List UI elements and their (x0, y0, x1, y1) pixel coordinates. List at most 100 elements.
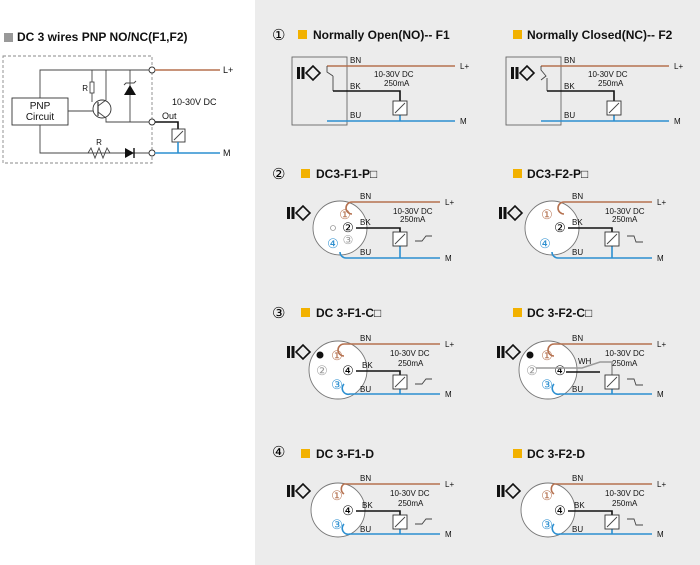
bu-label: BU (572, 248, 583, 257)
bk-label: BK (362, 361, 373, 370)
pin-2-label: ② (554, 220, 566, 235)
pnp-schematic: DC 3 wires PNP NO/NC(F1,F2) PNP Circuit … (2, 30, 233, 164)
section-1-number: ① (272, 27, 285, 44)
terminal-lplus (148, 66, 156, 74)
section-3-right-title: DC 3-F2-C□ (527, 306, 592, 320)
current-label: 250mA (598, 79, 624, 88)
m-label: M (657, 254, 664, 263)
bn-label: BN (572, 474, 583, 483)
bu-label: BU (350, 111, 361, 120)
sensor-symbol-icon (296, 65, 321, 81)
out-label: Out (162, 111, 177, 121)
pin-2-label: ② (526, 363, 538, 378)
bk-label: BK (360, 218, 371, 227)
lplus-label: L+ (445, 480, 454, 489)
sensor-symbol-icon (286, 483, 311, 499)
white-wire (536, 361, 613, 375)
section-1-left-title: Normally Open(NO)-- F1 (313, 28, 450, 42)
pin-2-label: ② (316, 363, 328, 378)
diode-icon (125, 148, 134, 158)
supply-label: 10-30V DC (172, 97, 217, 107)
section-headers: ① Normally Open(NO)-- F1 Normally Closed… (272, 27, 673, 461)
sensor-symbol-icon (496, 483, 521, 499)
no-contact-icon (415, 518, 432, 525)
row4-f2-d-connector-diagram: ① ④ ③ BN BK BU 10-30V DC 250mA L+ M (496, 474, 666, 539)
keying-dot (526, 351, 534, 359)
current-label: 250mA (398, 499, 424, 508)
m-label: M (223, 148, 231, 158)
m-label: M (460, 117, 467, 126)
bk-label: BK (572, 218, 583, 227)
m-label: M (445, 530, 452, 539)
bn-label: BN (572, 334, 583, 343)
section-2-right-square (513, 169, 522, 178)
wiring-panel-background (255, 0, 700, 565)
bu-label: BU (572, 525, 583, 534)
supply-label: 10-30V DC (588, 70, 628, 79)
lplus-label: L+ (445, 340, 454, 349)
current-label: 250mA (384, 79, 410, 88)
bn-label: BN (572, 192, 583, 201)
pin-1-label: ① (541, 488, 553, 503)
pin-1-label: ① (339, 207, 351, 222)
bn-label: BN (360, 192, 371, 201)
current-label: 250mA (398, 359, 424, 368)
m-label: M (674, 117, 681, 126)
nc-contact-icon (627, 235, 643, 243)
pin-4-label: ④ (554, 363, 566, 378)
schematic-title: DC 3 wires PNP NO/NC(F1,F2) (17, 30, 187, 44)
resistor-zigzag-icon (87, 146, 111, 160)
section-4-right-square (513, 449, 522, 458)
terminal-out (148, 118, 156, 126)
m-label: M (445, 390, 452, 399)
bk-label: BK (564, 82, 575, 91)
lplus-label: L+ (657, 340, 666, 349)
pin-3-label: ③ (541, 517, 553, 532)
section-2-left-square (301, 169, 310, 178)
sensor-symbol-icon (286, 344, 311, 360)
connector-face (518, 340, 578, 400)
row3-f1-c-connector-diagram: ① ② ④ ③ BN BK BU 10-30V DC 250mA L+ M (286, 334, 454, 400)
resistor-label-upper: R (82, 84, 88, 93)
no-switch-icon (326, 66, 334, 77)
pin-4-label: ④ (327, 236, 339, 251)
m-label: M (657, 530, 664, 539)
pin-1-label: ① (541, 207, 553, 222)
bn-label: BN (564, 56, 575, 65)
bn-label: BN (360, 474, 371, 483)
current-label: 250mA (400, 215, 426, 224)
supply-label: 10-30V DC (390, 489, 430, 498)
bk-label: BK (350, 82, 361, 91)
pin-3-label: ③ (331, 377, 343, 392)
pnp-circuit-block (11, 97, 69, 126)
keying-dot (316, 351, 324, 359)
top-rail (39, 69, 152, 98)
m-label: M (445, 254, 452, 263)
bu-label: BU (360, 385, 371, 394)
current-label: 250mA (612, 215, 638, 224)
bk-label: BK (362, 501, 373, 510)
pin-2-label: ② (342, 220, 354, 235)
connector-face (520, 482, 576, 538)
bu-label: BU (564, 111, 575, 120)
current-label: 250mA (612, 499, 638, 508)
supply-label: 10-30V DC (605, 489, 645, 498)
section-1-right-square (513, 30, 522, 39)
row2-f1-p-connector-diagram: ① ② ③ ④ BN BK BU 10-30V DC 250mA L+ M (286, 192, 454, 263)
pnp-block-line2: Circuit (26, 112, 55, 123)
lplus-label: L+ (674, 62, 683, 71)
pin-3-label: ③ (343, 233, 354, 247)
bu-label: BU (360, 525, 371, 534)
no-contact-icon (415, 235, 432, 242)
bn-label: BN (350, 56, 361, 65)
zener-diode-icon (124, 85, 136, 95)
pin-1-label: ① (541, 348, 553, 363)
pin-4-label: ④ (342, 503, 354, 518)
section-1-left-square (298, 30, 307, 39)
pin-1-label: ① (331, 488, 343, 503)
section-3-left-title: DC 3-F1-C□ (316, 306, 381, 320)
connector-face (310, 482, 366, 538)
pin-4-label: ④ (554, 503, 566, 518)
bk-label: BK (574, 501, 585, 510)
